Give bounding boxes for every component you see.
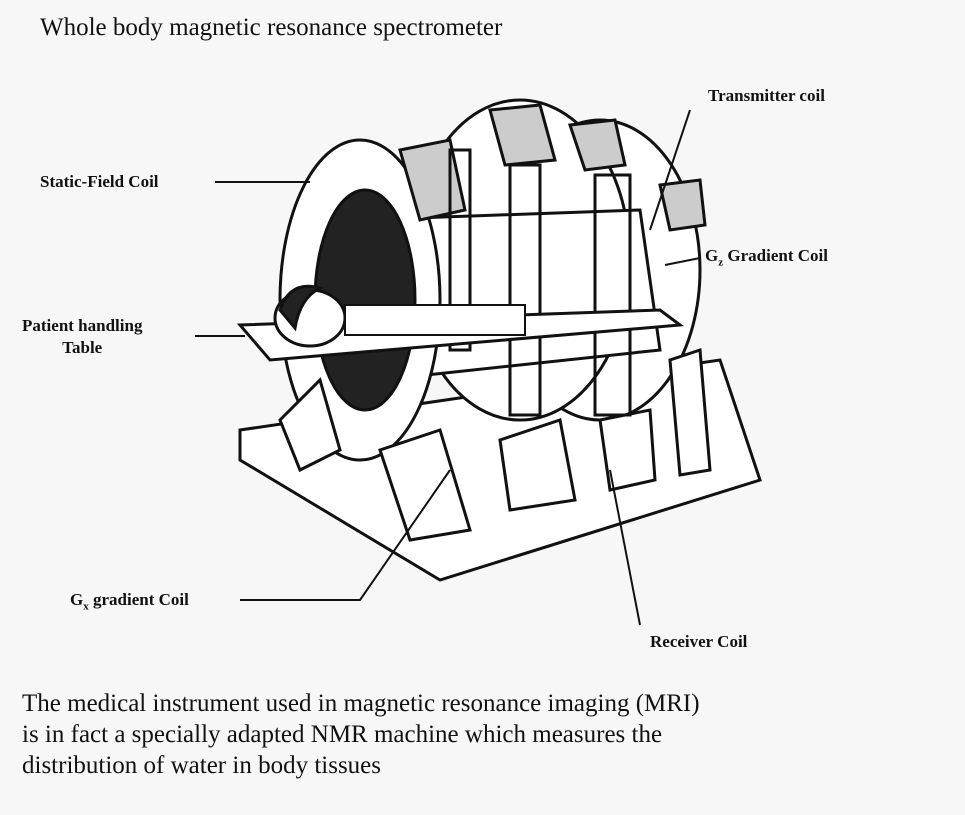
receiver-coil	[593, 173, 632, 417]
label-receiver-coil: Receiver Coil	[650, 632, 748, 651]
caption-line-2: is in fact a specially adapted NMR machi…	[22, 721, 663, 748]
transmitter-coil	[448, 148, 472, 352]
leader-transmitter	[649, 109, 691, 231]
label-static-field-coil: Static-Field Coil	[40, 172, 159, 191]
gz-rest: Gradient Coil	[723, 246, 828, 265]
label-transmitter-coil: Transmitter coil	[708, 86, 825, 105]
label-gz-gradient-coil: Gz Gradient Coil	[705, 246, 828, 268]
caption-line-3: distribution of water in body tissues	[22, 752, 381, 779]
gz-subscript: z	[718, 256, 724, 269]
patient-table-line2: Table	[62, 338, 103, 357]
gx-rest: gradient Coil	[88, 590, 189, 609]
caption-line-1: The medical instrument used in magnetic …	[22, 690, 700, 717]
gx-subscript: x	[83, 600, 89, 613]
patient-table-line1: Patient handling	[22, 316, 143, 335]
leader-gx	[240, 469, 451, 601]
gz-prefix: G	[705, 246, 719, 265]
leader-gz	[664, 257, 701, 266]
diagram-title: Whole body magnetic resonance spectromet…	[40, 14, 503, 41]
label-gx-gradient-coil: Gx gradient Coil	[70, 590, 189, 612]
gx-prefix: G	[70, 590, 84, 609]
caption: The medical instrument used in magnetic …	[22, 688, 700, 781]
gz-gradient-coil	[508, 163, 542, 417]
leader-receiver	[609, 469, 641, 626]
